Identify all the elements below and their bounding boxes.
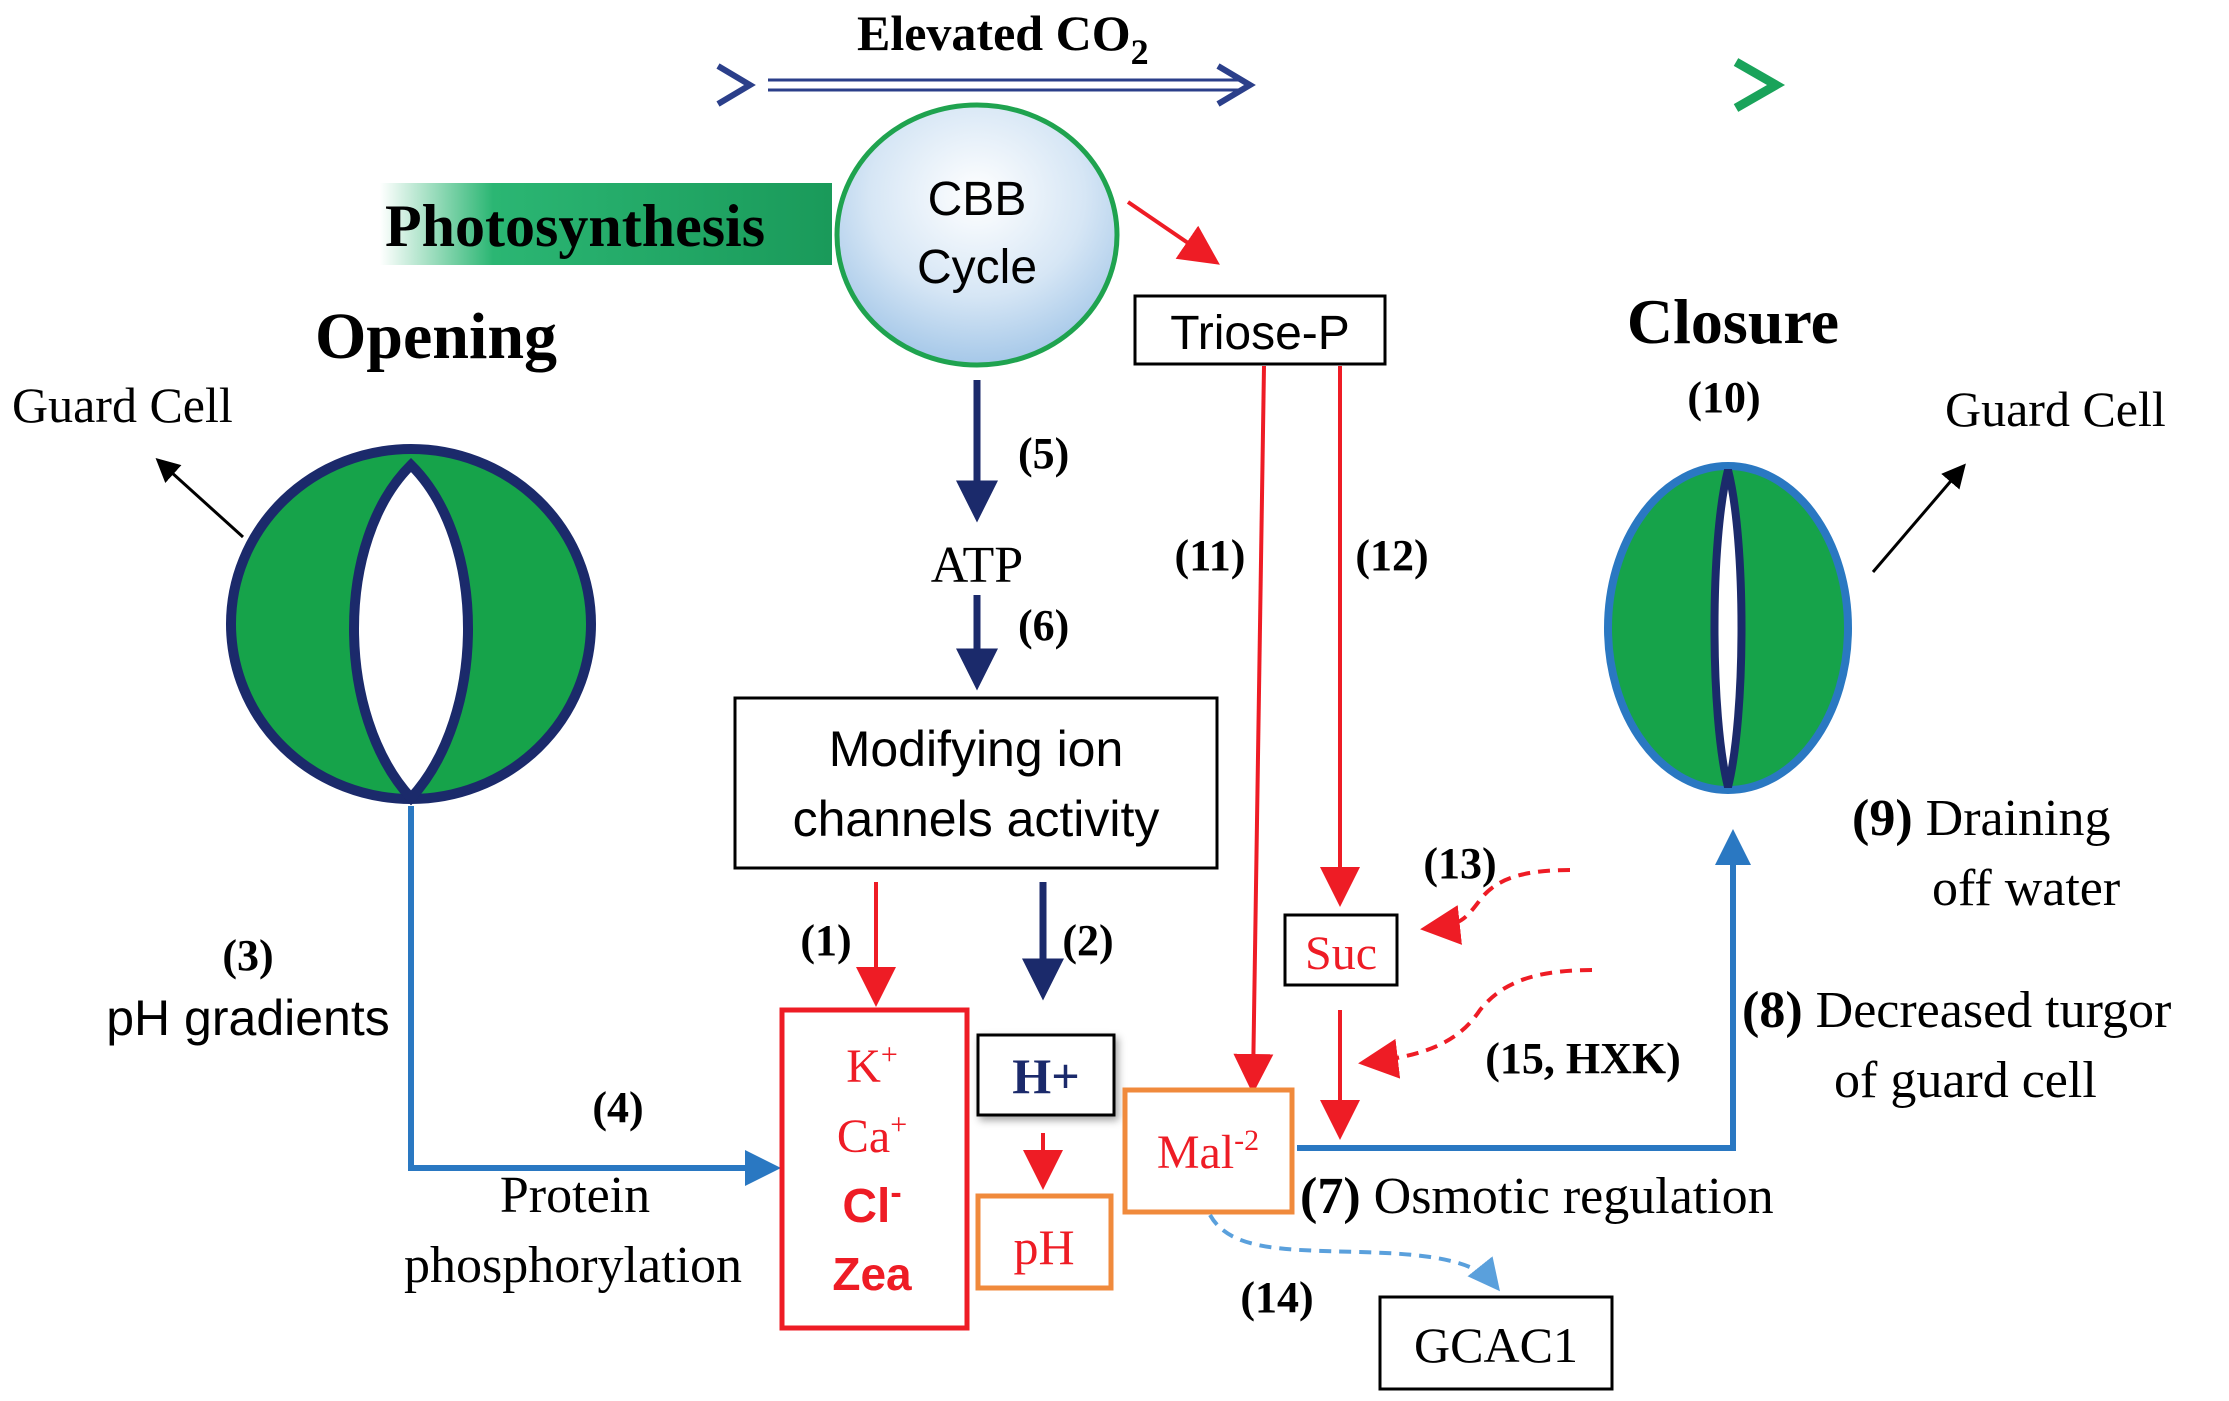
ph-box	[975, 1193, 1114, 1291]
co2-arrow-solid-head	[1733, 58, 1786, 112]
gcac1-box	[1378, 1295, 1614, 1391]
atp-label: ATP	[931, 537, 1023, 594]
malate-box	[1122, 1087, 1295, 1215]
elevated-co2-title: Elevated CO2	[857, 5, 1149, 72]
photosynthesis-label: Photosynthesis	[385, 193, 765, 259]
open-stoma	[226, 444, 596, 806]
step2-label: (2)	[1062, 916, 1113, 965]
step3-number: (3)	[222, 931, 273, 980]
cbb-cycle-circle	[834, 102, 1120, 368]
ion-calcium: Ca+	[837, 1108, 907, 1163]
open-stoma-pore	[349, 457, 473, 806]
suc-box	[1283, 913, 1399, 987]
cbb-label-line1: CBB	[928, 173, 1027, 226]
step14-arrow	[1208, 1213, 1501, 1292]
step6-label: (6)	[1018, 601, 1069, 650]
modifying-line1: Modifying ion	[829, 721, 1124, 777]
closure-guard-cell-label: Guard Cell	[1945, 381, 2166, 437]
ion-potassium: K+	[846, 1038, 898, 1093]
gcac1-label: GCAC1	[1414, 1317, 1578, 1373]
step7-label: (7) Osmotic regulation	[1300, 1168, 1774, 1225]
ion-chloride: Cl-	[842, 1174, 901, 1233]
zea-label: Zea	[832, 1248, 912, 1300]
h-plus-box	[976, 1033, 1116, 1117]
ions-box	[779, 1007, 970, 1331]
step3-text: pH gradients	[106, 990, 390, 1046]
step8-line1: (8) Decreased turgor	[1742, 982, 2171, 1039]
closure-title: Closure	[1627, 286, 1839, 357]
triose-p-box	[1133, 294, 1387, 366]
step9-line1: (9) Draining	[1852, 790, 2110, 847]
cbb-label-line2: Cycle	[917, 241, 1037, 294]
ph-label: pH	[1013, 1219, 1074, 1275]
modifying-line2: channels activity	[793, 791, 1160, 847]
step4-line2: phosphorylation	[404, 1237, 742, 1294]
step10-label: (10)	[1687, 373, 1760, 422]
malate-label: Mal-2	[1157, 1124, 1259, 1179]
closure-guard-cell-pointer	[1871, 463, 1966, 573]
co2-arrow-dashed-head	[716, 63, 756, 107]
h-plus-label: H+	[1012, 1048, 1079, 1104]
step14-label: (14)	[1240, 1273, 1313, 1322]
step1-label: (1)	[800, 916, 851, 965]
step11-arrow	[1233, 365, 1274, 1094]
suc-label: Suc	[1305, 927, 1377, 980]
step8-line2: of guard cell	[1834, 1052, 2097, 1109]
modifying-ion-channels-box	[733, 696, 1219, 870]
elevated-co2-arrows	[295, 58, 1786, 112]
step4-line1: Protein	[500, 1167, 650, 1224]
closed-stoma	[1604, 462, 1852, 794]
step4-number: (4)	[592, 1083, 643, 1132]
step11-label: (11)	[1175, 531, 1246, 580]
opening-guard-cell-label: Guard Cell	[12, 377, 233, 433]
step13-label: (13)	[1423, 839, 1496, 888]
closed-stoma-pore	[1710, 469, 1746, 788]
cbb-to-triose-arrow	[1126, 200, 1220, 265]
opening-to-ions-path	[408, 806, 781, 1186]
step15-arrow	[1358, 968, 1593, 1079]
opening-guard-cell-pointer	[155, 457, 245, 539]
co2-arrow-double-head	[1216, 63, 1256, 107]
step12-label: (12)	[1355, 531, 1428, 580]
photosynthesis-banner	[380, 183, 832, 265]
step5-label: (5)	[1018, 429, 1069, 478]
malate-to-closure-path	[1297, 829, 1751, 1151]
opening-title: Opening	[315, 300, 557, 373]
triose-p-label: Triose-P	[1170, 307, 1350, 360]
step9-line2: off water	[1932, 860, 2120, 917]
step15-label: (15, HXK)	[1485, 1034, 1681, 1083]
